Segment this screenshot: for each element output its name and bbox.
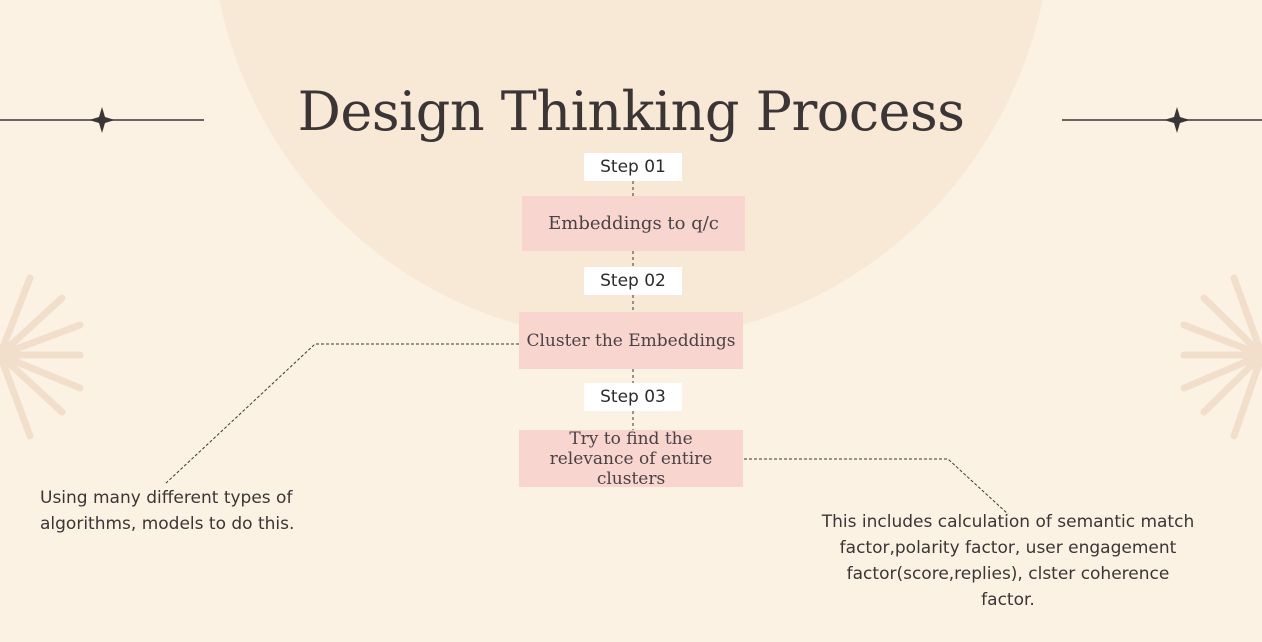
step-01-text: Embeddings to q/c [548, 212, 719, 234]
left-sparkle-icon [89, 107, 115, 133]
step-02-box: Cluster the Embeddings [519, 312, 743, 369]
left-note: Using many different types of algorithms… [40, 488, 295, 534]
step-03-text: Try to find the relevance of entire clus… [549, 428, 713, 489]
right-callout-line [744, 458, 1009, 515]
right-note: This includes calculation of semantic ma… [821, 512, 1195, 610]
left-callout-line [164, 343, 519, 485]
left-starburst-icon [0, 274, 84, 440]
step-03-box: Try to find the relevance of entire clus… [519, 428, 743, 489]
step-02-label: Step 02 [584, 267, 682, 295]
step-01-box: Embeddings to q/c [522, 196, 745, 251]
page-title: Design Thinking Process [297, 80, 965, 143]
step-02-text: Cluster the Embeddings [526, 330, 736, 351]
right-starburst-icon [1180, 274, 1262, 440]
step-01-label: Step 01 [584, 153, 682, 181]
right-sparkle-icon [1164, 107, 1190, 133]
step-03-label: Step 03 [584, 383, 682, 411]
